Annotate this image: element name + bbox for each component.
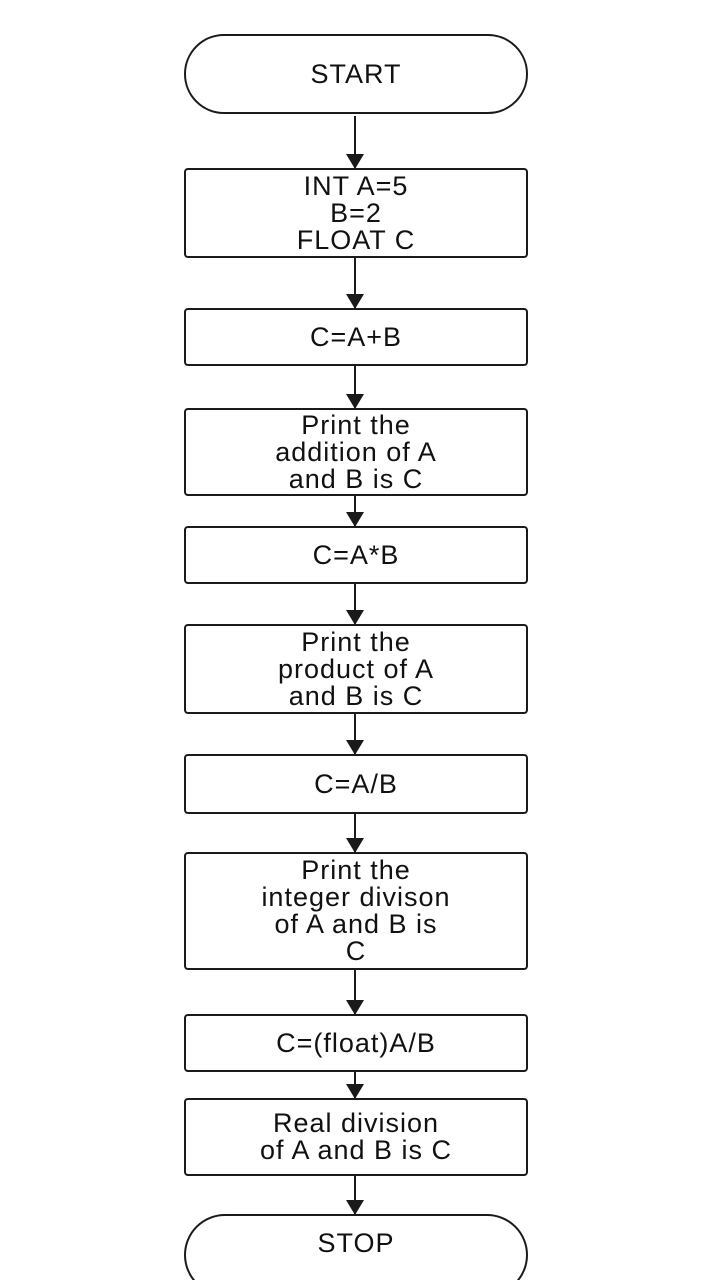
arrow-print-add-to-mul: [346, 496, 364, 527]
divide-process-box: C=A/B: [184, 754, 528, 814]
declare-line-2: B=2: [330, 197, 382, 228]
print-real-line-2: of A and B is C: [259, 1135, 453, 1165]
stop-label: STOP: [317, 1228, 395, 1258]
arrow-mul-to-print-mul: [346, 584, 364, 625]
print-div-line-1: Print the: [301, 855, 411, 885]
multiply-process-box: C=A*B: [184, 526, 528, 584]
print-mul-line-1: Print the: [301, 626, 411, 657]
float-div-label: C=(float)A/B: [276, 1027, 436, 1058]
declare-variables-box: INT A=5 B=2 FLOAT C: [184, 168, 528, 258]
float-division-process-box: C=(float)A/B: [184, 1014, 528, 1072]
stop-terminal: STOP: [184, 1214, 528, 1280]
arrow-div-to-print-div: [346, 814, 364, 853]
start-terminal: START: [184, 34, 528, 114]
print-div-line-3: of A and B is: [274, 909, 438, 939]
print-real-line-1: Real division: [272, 1108, 440, 1138]
print-div-line-2: integer divison: [261, 882, 451, 912]
print-add-line-3: and B is C: [288, 463, 424, 494]
arrow-print-real-to-stop: [346, 1176, 364, 1215]
arrow-print-div-to-float-div: [346, 970, 364, 1015]
print-product-box: Print the product of A and B is C: [184, 624, 528, 714]
add-process-box: C=A+B: [184, 308, 528, 366]
arrow-start-to-declare: [346, 116, 364, 169]
mul-label: C=A*B: [312, 539, 400, 570]
print-integer-division-box: Print the integer divison of A and B is …: [184, 852, 528, 970]
print-real-division-box: Real division of A and B is C: [184, 1098, 528, 1176]
print-div-line-4: C: [345, 936, 367, 966]
arrow-float-div-to-print-real: [346, 1072, 364, 1099]
print-add-line-1: Print the: [301, 409, 411, 440]
declare-line-1: INT A=5: [303, 170, 409, 201]
arrow-print-mul-to-div: [346, 714, 364, 755]
arrow-add-to-print-add: [346, 366, 364, 409]
print-addition-box: Print the addition of A and B is C: [184, 408, 528, 496]
arrow-declare-to-add: [346, 258, 364, 309]
print-add-line-2: addition of A: [275, 436, 437, 467]
declare-line-3: FLOAT C: [296, 224, 416, 255]
div-label: C=A/B: [314, 768, 398, 799]
print-mul-line-3: and B is C: [288, 680, 424, 711]
print-mul-line-2: product of A: [277, 653, 435, 684]
add-label: C=A+B: [309, 321, 403, 352]
start-label: START: [310, 58, 402, 89]
